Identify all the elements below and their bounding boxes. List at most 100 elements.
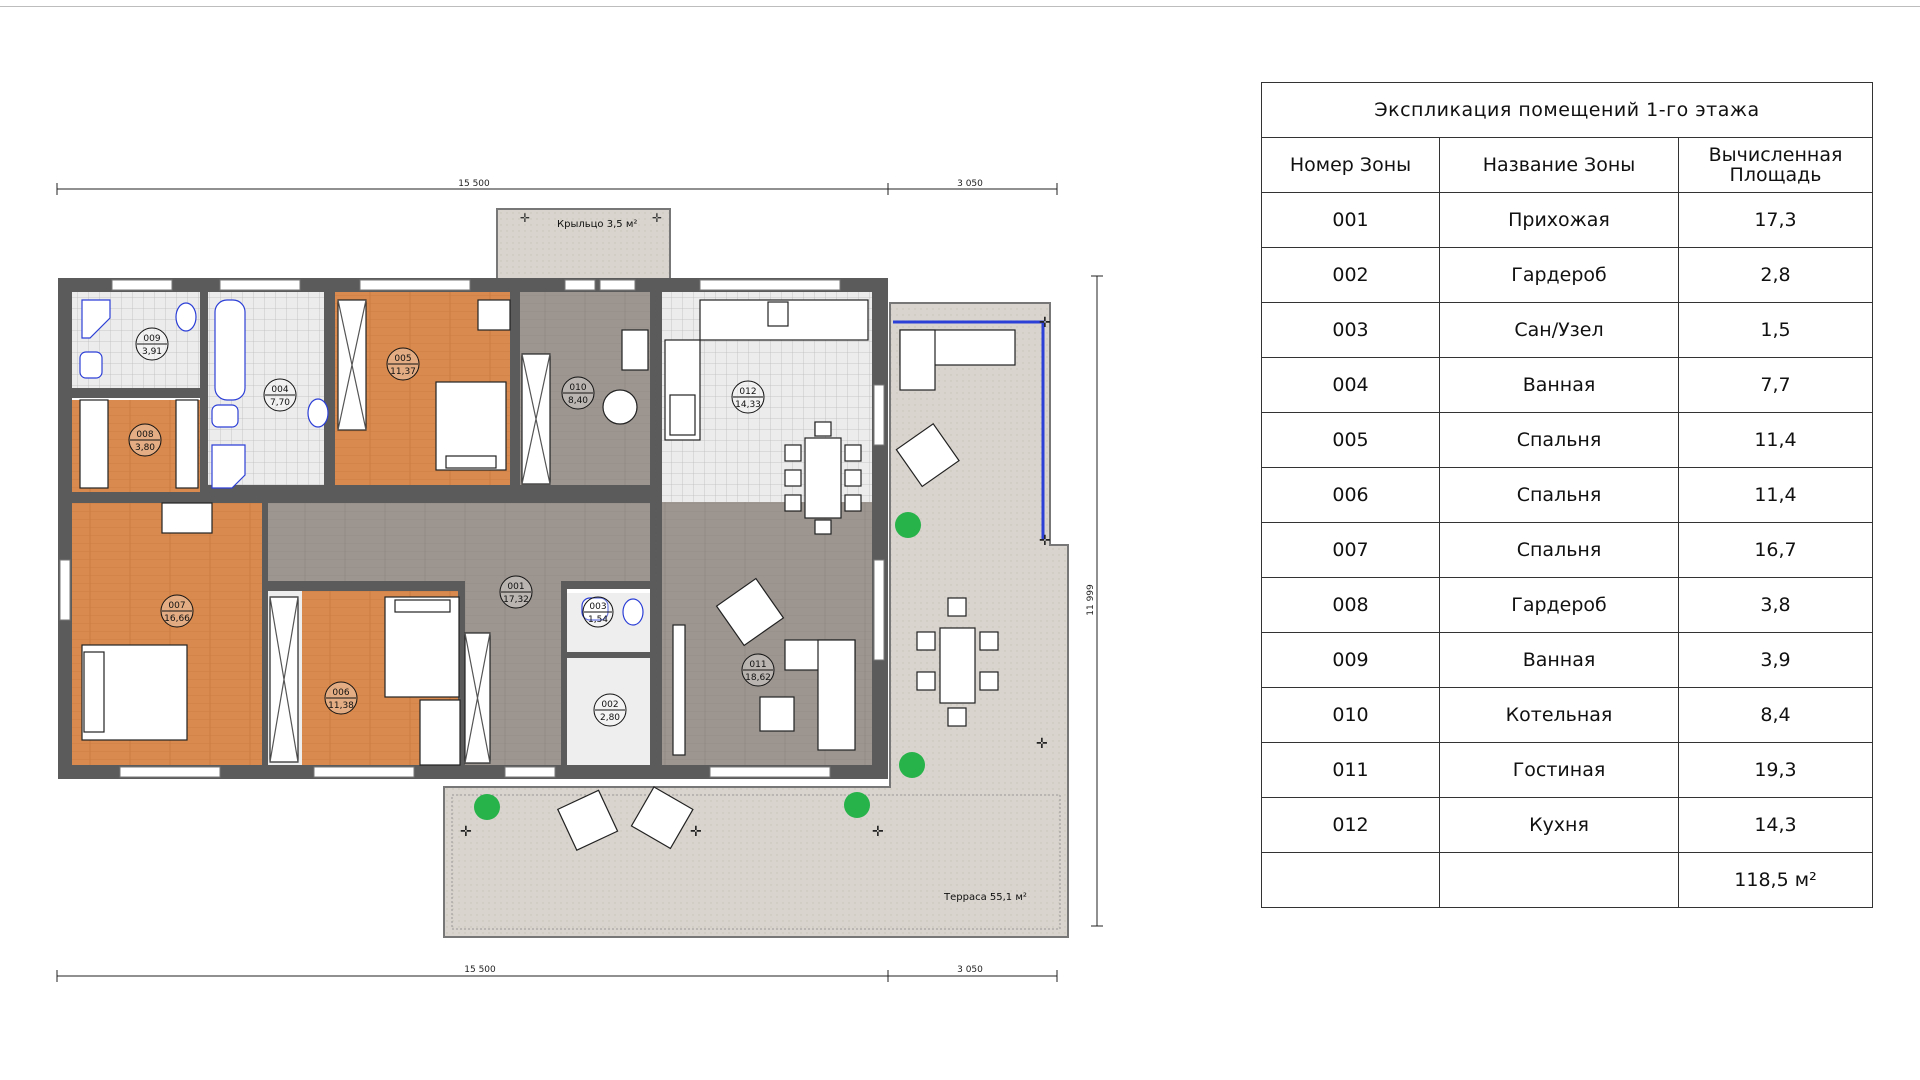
house-walls [58,278,888,779]
porch-label: Крыльцо 3,5 м² [557,219,637,230]
room-area: 11,37 [390,367,416,377]
room-label-010: 010 8,40 [561,376,595,410]
zone-area: 8,4 [1678,687,1873,743]
zone-area: 3,8 [1678,577,1873,633]
room-label-006: 006 11,38 [324,681,358,715]
zone-area: 17,3 [1678,192,1873,248]
dim-top-right: 3 050 [957,179,983,189]
desk-icon [419,699,461,766]
terrace-armchair-icon [895,422,960,488]
boiler-unit-icon [621,329,649,371]
dim-bottom-right: 3 050 [957,965,983,975]
room-area: 3,80 [135,443,155,453]
room-number: 011 [749,660,766,670]
sink-icon [767,301,789,327]
room-number: 002 [601,700,618,710]
zone-name: Ванная [1439,632,1679,688]
zone-name: Котельная [1439,687,1679,743]
shower-icon [81,299,111,339]
zone-name: Спальня [1439,412,1679,468]
room-number: 004 [271,385,288,395]
total-row: 118,5 м² [1261,852,1873,908]
sofa-icon [817,639,856,751]
bed-icon [435,381,507,471]
zone-number: 005 [1261,412,1440,468]
zone-number: 002 [1261,247,1440,303]
bathtub-icon [214,299,246,401]
armchair-icon [715,577,785,647]
room-label-001: 001 17,32 [499,575,533,609]
room-label-002: 002 2,80 [593,693,627,727]
armchair-icon [759,696,795,732]
zone-name: Кухня [1439,797,1679,853]
column-icon: ✛ [460,824,472,840]
room-area: 17,32 [503,595,529,605]
shower-icon [211,444,246,489]
desk-icon [477,299,511,331]
room-number: 010 [569,383,586,393]
room-number: 012 [739,387,756,397]
room-area: 3,91 [142,347,162,357]
header-computed-area: Вычисленная Площадь [1678,137,1873,193]
room-area: 7,70 [270,398,290,408]
zone-number: 001 [1261,192,1440,248]
room-area: 14,33 [735,400,761,410]
room-area: 8,40 [568,396,588,406]
toilet-icon [622,598,644,626]
room-area: 2,80 [600,713,620,723]
dim-top-main: 15 500 [458,179,490,189]
zone-name: Спальня [1439,467,1679,523]
column-icon: ✛ [872,824,884,840]
terrace-label: Терраса 55,1 м² [943,892,1027,903]
room-area: 18,62 [745,673,771,683]
room-label-004: 004 7,70 [263,378,297,412]
column-icon: ✛ [1039,533,1051,549]
total-empty-cell [1439,852,1679,908]
plant-icon [895,512,921,538]
zone-name: Сан/Узел [1439,302,1679,358]
zone-name: Гардероб [1439,247,1679,303]
zone-name: Прихожая [1439,192,1679,248]
room-area: 11,38 [328,701,354,711]
zone-area: 1,5 [1678,302,1873,358]
zone-area: 14,3 [1678,797,1873,853]
porch-column-icon: ✛ [520,211,530,225]
dimension-right: 11 999 [1086,275,1103,927]
plant-icon [474,794,500,820]
zone-area: 3,9 [1678,632,1873,688]
room-area: 1,54 [588,615,608,625]
total-empty-cell [1261,852,1440,908]
plant-icon [844,792,870,818]
explication-table: Экспликация помещений 1-го этажа Номер З… [1261,82,1873,908]
plants [474,512,925,820]
zone-number: 009 [1261,632,1440,688]
terrace-table-icon [939,627,976,704]
columns: ✛ ✛ ✛ ✛ ✛ ✛ [460,315,1051,840]
zone-name: Гардероб [1439,577,1679,633]
porch: Крыльцо 3,5 м² ✛ ✛ [496,208,671,283]
zone-name: Гостиная [1439,742,1679,798]
zone-number: 004 [1261,357,1440,413]
toilet-icon [175,302,197,332]
zone-name: Спальня [1439,522,1679,578]
plumbing [79,299,644,626]
dimension-top: 15 500 3 050 [56,179,1058,195]
room-number: 007 [168,601,185,611]
zone-area: 16,7 [1678,522,1873,578]
porch-column-icon: ✛ [652,211,662,225]
zone-number: 008 [1261,577,1440,633]
zone-number: 003 [1261,302,1440,358]
room-label-003: 003 1,54 [582,596,614,628]
floor-plan: 15 500 3 050 15 500 3 050 11 999 Терраса… [56,179,1103,982]
zone-area: 11,4 [1678,467,1873,523]
washbasin-icon [79,351,103,379]
room-label-012: 012 14,33 [731,380,765,414]
room-labels: 009 3,91 004 7,70 005 11,37 010 8,40 012… [128,327,775,727]
